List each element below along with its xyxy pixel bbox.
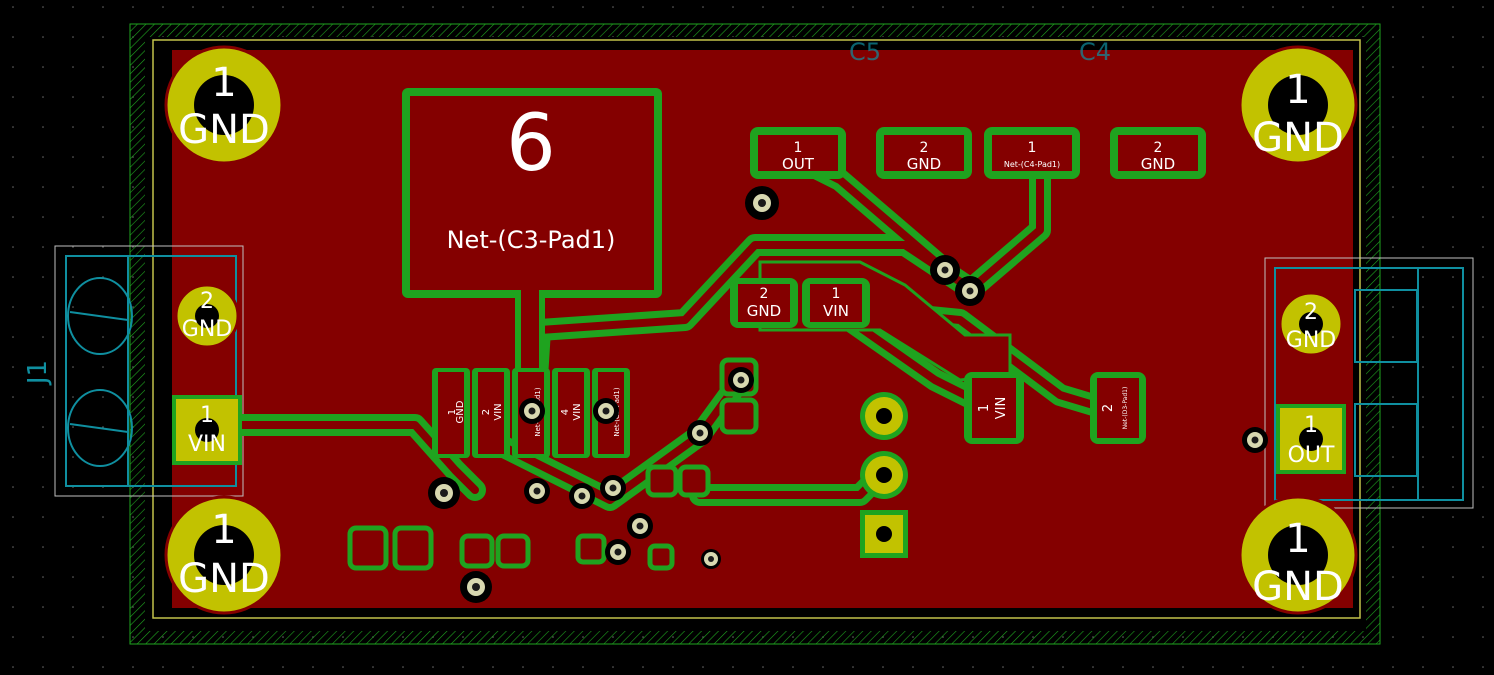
diode-pad-1-num: 1 <box>977 404 992 412</box>
diode-pad-2-num: 2 <box>1101 404 1116 412</box>
mh-br-num: 1 <box>1285 516 1310 562</box>
mh-tr-net: GND <box>1252 115 1344 161</box>
ic-pin-4-net: VIN <box>572 403 583 420</box>
mh-bl-net: GND <box>178 556 270 602</box>
mh-br-net: GND <box>1252 564 1344 610</box>
ic-pin-4-num: 4 <box>560 409 571 415</box>
vias <box>428 186 1268 603</box>
tht-header[interactable] <box>860 392 908 558</box>
cin-pad-1-vin[interactable]: 1 VIN <box>802 278 870 328</box>
diode-pad-1-net: VIN <box>994 397 1009 419</box>
j2-pad-1-out[interactable]: 1 OUT <box>1276 404 1346 474</box>
c4-pad-1[interactable]: 1 Net-(C4-Pad1) <box>984 127 1080 179</box>
j1-pad-1-vin[interactable]: 1 VIN <box>172 395 242 465</box>
cin-pad-2-gnd[interactable]: 2 GND <box>730 278 798 328</box>
mounting-hole-bottom-left[interactable]: 1 GND <box>164 495 284 615</box>
mounting-hole-top-right[interactable]: 1 GND <box>1238 45 1358 165</box>
c5-pad-1-net: OUT <box>782 155 815 173</box>
c4-pad-2-net: GND <box>1141 155 1175 173</box>
ic-pin-2-num: 2 <box>481 409 492 415</box>
cin-pad-2-num: 2 <box>760 286 769 302</box>
diode-pad-2-net: Net-(D3-Pad1) <box>1122 387 1129 430</box>
ic-pin-2[interactable]: 2 VIN <box>472 368 510 458</box>
j1-pad-2-gnd[interactable]: 2 GND <box>174 283 240 349</box>
mounting-hole-bottom-right[interactable]: 1 GND <box>1238 495 1358 615</box>
c4-pad-1-num: 1 <box>1028 140 1037 156</box>
c5-reference: C5 <box>849 38 881 66</box>
j1-pad-1-net: VIN <box>188 432 226 457</box>
small-smd-pads[interactable] <box>347 357 759 571</box>
j2-pad-2-net: GND <box>1286 328 1336 353</box>
j1-connector-outline <box>54 245 244 497</box>
ic-pin-1[interactable]: 1 GND <box>432 368 470 458</box>
ic-tab-net: Net-(C3-Pad1) <box>447 226 616 254</box>
cin-pad-1-num: 1 <box>832 286 841 302</box>
c5-pad-2-gnd[interactable]: 2 GND <box>876 127 972 179</box>
ic-tab-number: 6 <box>506 99 556 189</box>
j2-pad-2-num: 2 <box>1304 300 1318 325</box>
mh-tl-num: 1 <box>211 60 236 106</box>
c4-reference: C4 <box>1079 38 1111 66</box>
j2-pad-1-num: 1 <box>1304 413 1318 438</box>
j1-pad-2-net: GND <box>182 317 232 342</box>
cin-pad-1-net: VIN <box>823 302 849 320</box>
mh-tr-num: 1 <box>1285 67 1310 113</box>
cin-pad-2-net: GND <box>747 302 781 320</box>
j2-pad-1-net: OUT <box>1288 443 1335 468</box>
ic-pin-1-net: GND <box>455 400 466 423</box>
mounting-hole-top-left[interactable]: 1 GND <box>164 45 284 165</box>
diode-pad-1-vin[interactable]: 1 VIN <box>964 372 1024 444</box>
j1-pad-1-num: 1 <box>200 403 214 428</box>
mh-tl-net: GND <box>178 107 270 153</box>
c4-pad-2-gnd[interactable]: 2 GND <box>1110 127 1206 179</box>
c5-pad-1-out[interactable]: 1 OUT <box>750 127 846 179</box>
mh-bl-num: 1 <box>211 507 236 553</box>
ic-pin-1-num: 1 <box>447 409 458 415</box>
board-edge <box>152 39 1361 619</box>
c5-pad-2-num: 2 <box>920 140 929 156</box>
c4-pad-1-net: Net-(C4-Pad1) <box>1004 160 1060 169</box>
ic-tab-pad[interactable]: 6 Net-(C3-Pad1) <box>402 88 662 380</box>
ic-pin-2-net: VIN <box>493 403 504 420</box>
c4-pad-2-num: 2 <box>1154 140 1163 156</box>
diode-pad-2[interactable]: 2 Net-(D3-Pad1) <box>1090 372 1146 444</box>
c5-pad-1-num: 1 <box>794 140 803 156</box>
j1-pad-2-num: 2 <box>200 289 214 314</box>
j2-pad-2-gnd[interactable]: 2 GND <box>1278 291 1344 357</box>
c5-pad-2-net: GND <box>907 155 941 173</box>
j1-reference: J1 <box>23 360 53 386</box>
j2-connector-outline <box>1264 257 1474 509</box>
ic-pin-4[interactable]: 4 VIN <box>552 368 590 458</box>
